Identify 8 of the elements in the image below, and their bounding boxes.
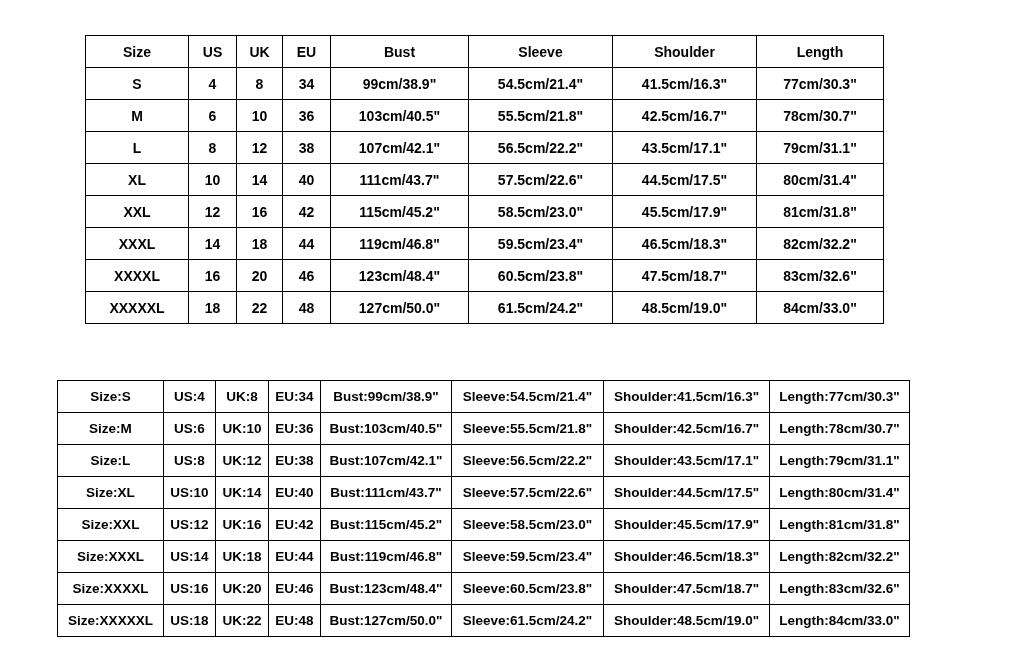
table-cell: Length:77cm/30.3" [769, 380, 910, 413]
table-cell: Size:S [57, 380, 164, 413]
table-cell: 84cm/33.0" [756, 291, 884, 324]
table-cell: Length:84cm/33.0" [769, 604, 910, 637]
table-cell: XXXXXL [85, 291, 189, 324]
header-cell: Size [85, 35, 189, 68]
header-cell: Length [756, 35, 884, 68]
table-cell: Size:XXXXXL [57, 604, 164, 637]
